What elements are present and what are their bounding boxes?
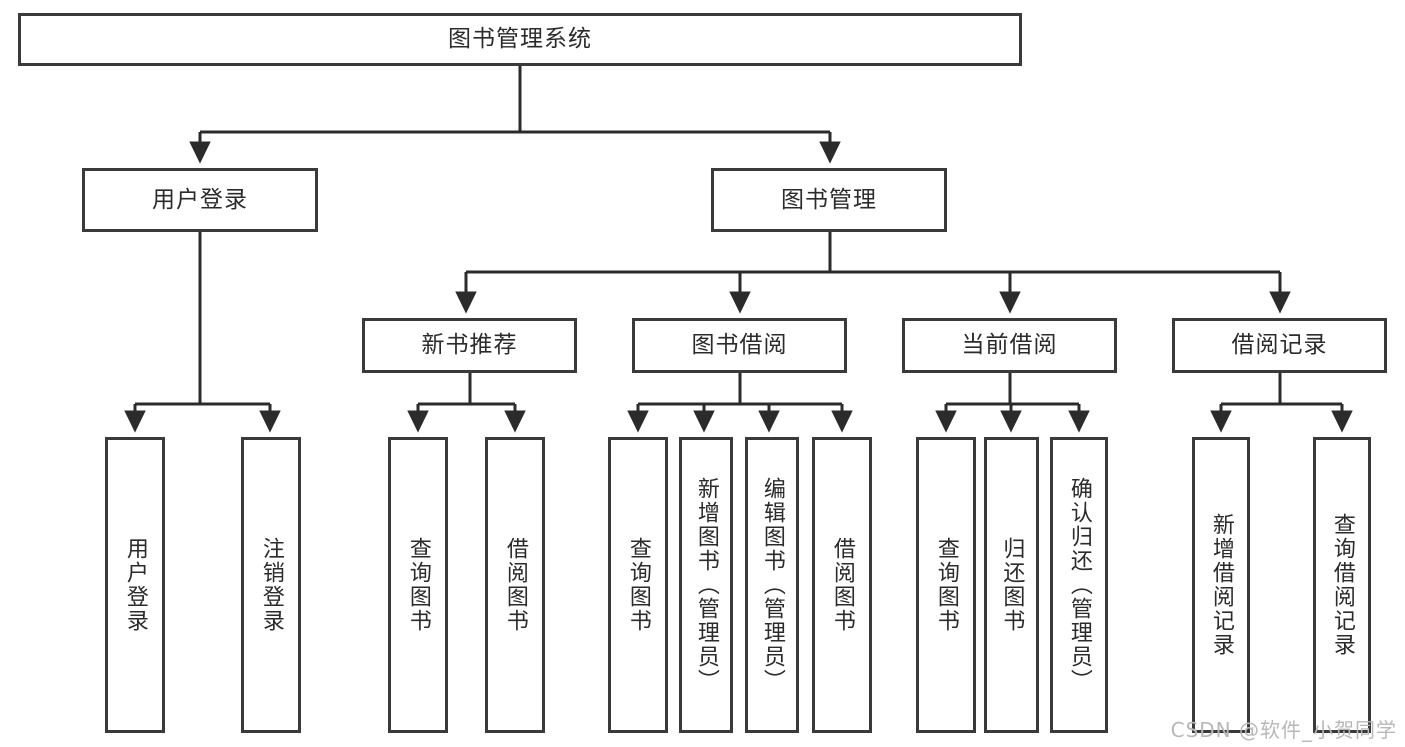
node-borrow-record-label: 借阅记录 [1231, 332, 1328, 359]
node-root[interactable]: 图书管理系统 [18, 13, 1022, 66]
node-leaf-query-record-label: 查询借阅记录 [1329, 513, 1355, 657]
node-leaf-edit-book[interactable]: 编辑图书（管理员） [745, 437, 799, 733]
node-user-login-label: 用户登录 [152, 186, 248, 213]
node-book-borrow[interactable]: 图书借阅 [632, 318, 847, 373]
node-leaf-query-book-3-label: 查询图书 [933, 537, 959, 633]
node-book-borrow-label: 图书借阅 [691, 332, 788, 359]
node-leaf-edit-book-label: 编辑图书（管理员） [759, 477, 785, 693]
node-leaf-query-book-2[interactable]: 查询图书 [608, 437, 668, 733]
node-leaf-query-book-1-label: 查询图书 [405, 537, 431, 633]
node-leaf-add-record[interactable]: 新增借阅记录 [1192, 437, 1250, 733]
node-leaf-borrow-book-2-label: 借阅图书 [829, 537, 855, 633]
node-new-book-recommend[interactable]: 新书推荐 [362, 318, 577, 373]
node-leaf-borrow-book-1-label: 借阅图书 [502, 537, 528, 633]
node-new-book-recommend-label: 新书推荐 [421, 332, 518, 359]
node-current-borrow[interactable]: 当前借阅 [902, 318, 1117, 373]
node-leaf-logout[interactable]: 注销登录 [241, 437, 301, 733]
node-leaf-user-login-label: 用户登录 [122, 537, 148, 633]
node-leaf-query-book-2-label: 查询图书 [625, 537, 651, 633]
watermark-text: CSDN @软件_小贺同学 [1170, 718, 1397, 742]
node-user-login[interactable]: 用户登录 [82, 168, 318, 232]
node-book-manage[interactable]: 图书管理 [711, 168, 947, 232]
node-book-manage-label: 图书管理 [781, 186, 877, 213]
node-root-label: 图书管理系统 [448, 26, 592, 53]
node-leaf-return-book-label: 归还图书 [999, 537, 1025, 633]
node-current-borrow-label: 当前借阅 [961, 332, 1058, 359]
node-leaf-add-book[interactable]: 新增图书（管理员） [679, 437, 733, 733]
node-leaf-query-record[interactable]: 查询借阅记录 [1313, 437, 1371, 733]
node-leaf-borrow-book-2[interactable]: 借阅图书 [812, 437, 872, 733]
node-leaf-add-record-label: 新增借阅记录 [1208, 513, 1234, 657]
node-leaf-borrow-book-1[interactable]: 借阅图书 [485, 437, 545, 733]
node-leaf-query-book-1[interactable]: 查询图书 [388, 437, 448, 733]
node-leaf-return-book[interactable]: 归还图书 [984, 437, 1039, 733]
node-leaf-confirm-return-label: 确认归还（管理员） [1066, 477, 1092, 693]
node-leaf-add-book-label: 新增图书（管理员） [693, 477, 719, 693]
node-borrow-record[interactable]: 借阅记录 [1172, 318, 1387, 373]
node-leaf-query-book-3[interactable]: 查询图书 [916, 437, 976, 733]
node-leaf-confirm-return[interactable]: 确认归还（管理员） [1050, 437, 1108, 733]
node-leaf-user-login[interactable]: 用户登录 [105, 437, 165, 733]
node-leaf-logout-label: 注销登录 [258, 537, 284, 633]
